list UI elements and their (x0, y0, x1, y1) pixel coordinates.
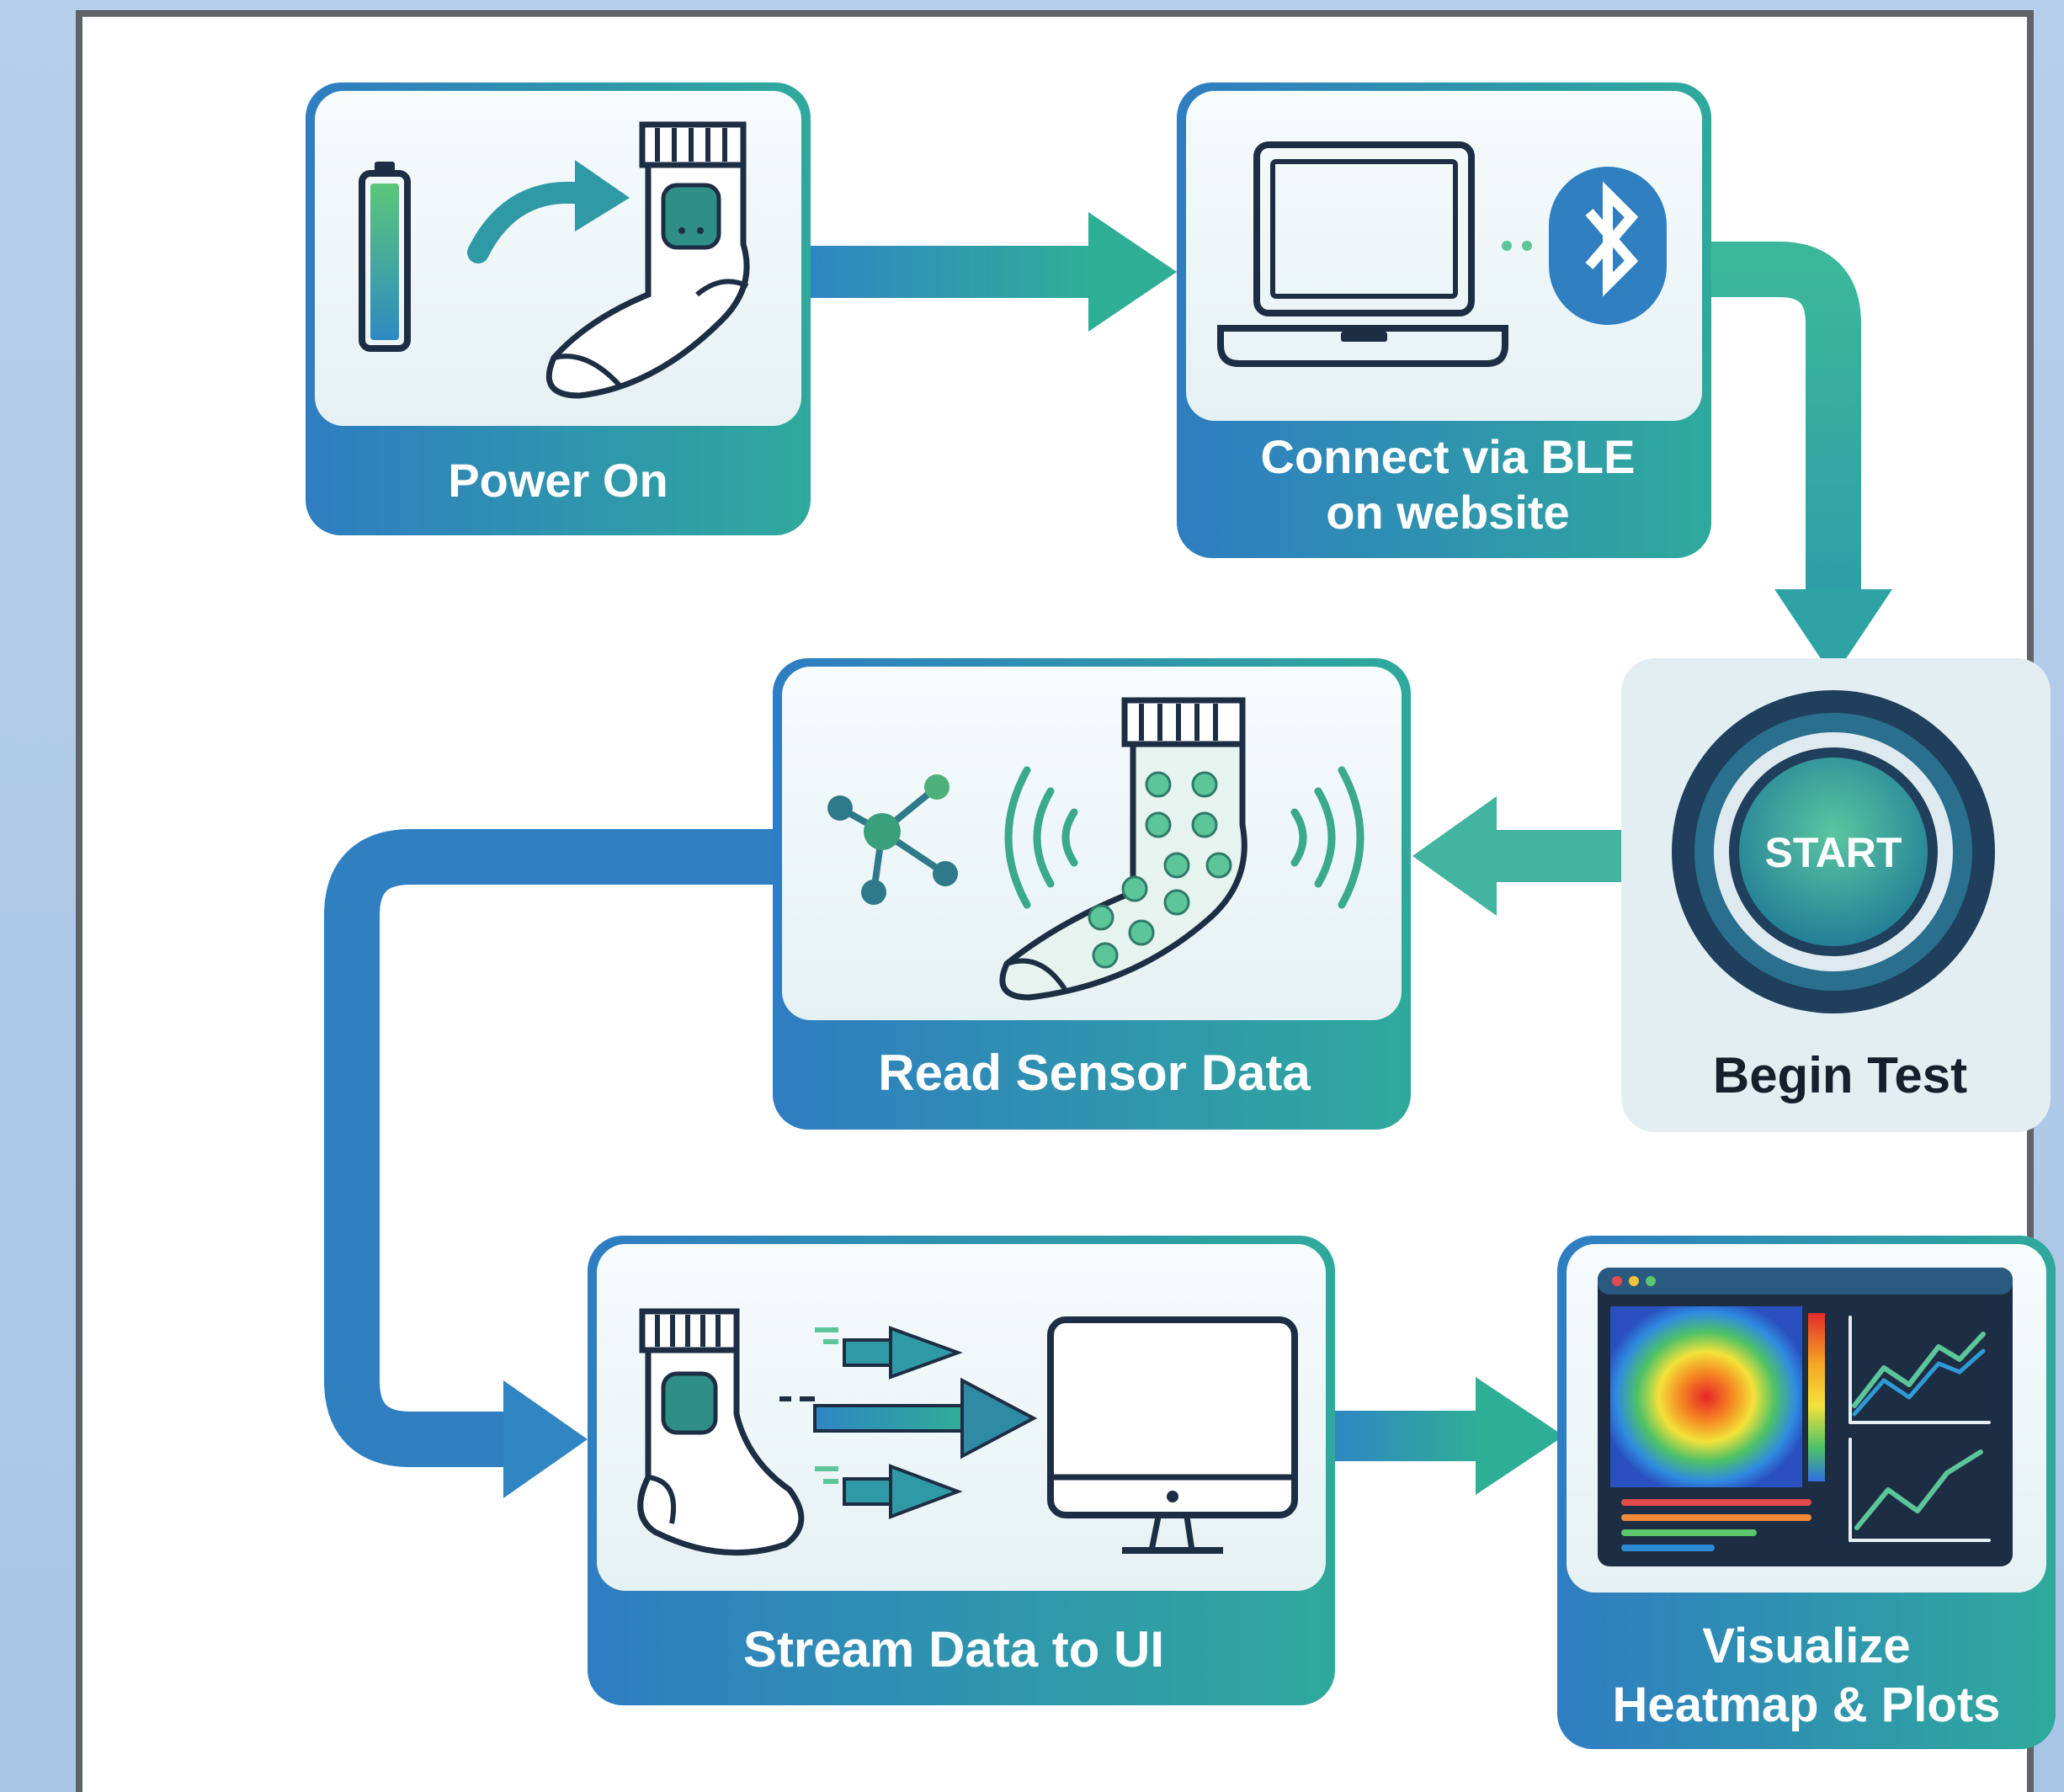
connect-label-line1: Connect via BLE (1261, 430, 1636, 483)
connection-dot (1502, 241, 1512, 251)
sock-icon (545, 121, 750, 399)
signal-waves-icon (1004, 766, 1364, 909)
sock-icon (637, 1308, 805, 1556)
read-sensor-label: Read Sensor Data (878, 1045, 1311, 1101)
arrow-stream-to-visualize (1333, 1377, 1564, 1495)
step-connect-ble: Connect via BLE on website (1177, 82, 1711, 558)
heatmap-icon (1610, 1306, 1802, 1487)
step-power-on: Power On (306, 82, 811, 535)
stream-label: Stream Data to UI (743, 1621, 1164, 1678)
data-stream-arrows-icon (779, 1326, 1038, 1519)
network-node-icon (827, 774, 958, 905)
connect-label-line2: on website (1326, 486, 1569, 539)
visualize-label-line1: Visualize (1702, 1619, 1910, 1673)
arrow-power-to-connect (811, 212, 1177, 332)
step-stream-data: Stream Data to UI (588, 1236, 1335, 1705)
power-on-label: Power On (448, 454, 668, 507)
line-plot-icon (1849, 1438, 1991, 1542)
battery-icon (359, 162, 411, 352)
begin-test-label: Begin Test (1713, 1047, 1967, 1103)
bluetooth-icon (1549, 167, 1667, 325)
arrow-read-sensor-to-stream (324, 829, 781, 1498)
laptop-icon (1217, 141, 1508, 367)
sensor-sock-icon (999, 697, 1247, 1001)
connection-dot (1522, 241, 1532, 251)
line-plot-icon (1849, 1316, 1991, 1424)
step-read-sensor-data: Read Sensor Data (773, 658, 1411, 1130)
workflow-diagram: Power On Connect via BLE on website (306, 82, 2056, 1749)
visualize-label-line2: Heatmap & Plots (1613, 1678, 2001, 1732)
dashboard-window-icon (1598, 1268, 2013, 1566)
curved-arrow-icon (467, 160, 630, 263)
start-button[interactable]: START (1672, 690, 1995, 1013)
color-scale-icon (1808, 1313, 1825, 1481)
arrow-connect-to-begin-test (1711, 242, 1892, 678)
step-visualize: Visualize Heatmap & Plots (1557, 1236, 2056, 1749)
diagram-frame: Power On Connect via BLE on website (76, 10, 2056, 1792)
monitor-icon (1047, 1316, 1298, 1554)
step-begin-test: START Begin Test (1621, 658, 2051, 1132)
start-button-label: START (1765, 829, 1902, 876)
bar-lines-icon (1621, 1499, 1811, 1551)
